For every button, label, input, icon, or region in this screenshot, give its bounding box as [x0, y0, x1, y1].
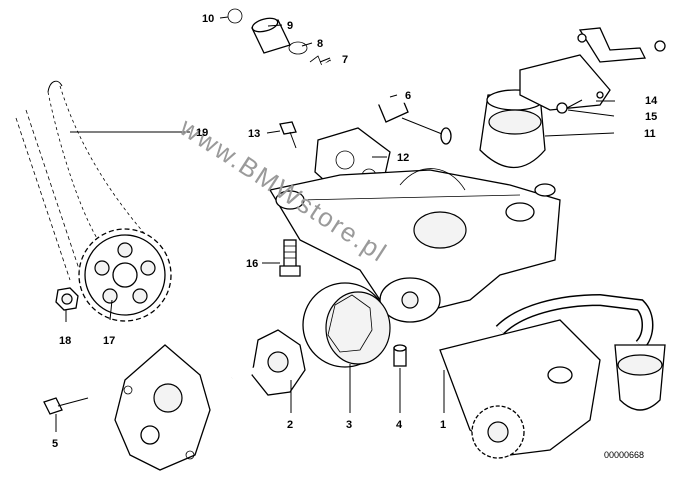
- callout-7: 7: [342, 54, 348, 66]
- callout-12: 12: [397, 152, 409, 164]
- callout-16: 16: [246, 258, 258, 270]
- callout-6: 6: [405, 90, 411, 102]
- bracket-bolt: [556, 99, 583, 114]
- inner-rotor-shaft: [231, 329, 306, 396]
- circlip: [227, 8, 243, 24]
- sealing-ring: [288, 41, 308, 55]
- callout-8: 8: [317, 38, 323, 50]
- callout-3: 3: [346, 419, 352, 431]
- callout-19: 19: [196, 127, 208, 139]
- callout-4: 4: [396, 419, 403, 431]
- bolt-16: [279, 239, 301, 277]
- callout-18: 18: [59, 335, 71, 347]
- callout-9: 9: [287, 20, 293, 32]
- reference-number: 00000668: [604, 450, 644, 460]
- callout-2: 2: [287, 419, 293, 431]
- pump-cover: [114, 344, 211, 471]
- leader-lines: [55, 16, 615, 432]
- bolt-13: [279, 121, 297, 149]
- mounting-bracket: [519, 27, 666, 111]
- bushing: [251, 17, 291, 54]
- sprocket-wheel: [78, 228, 172, 322]
- callout-11: 11: [644, 128, 656, 140]
- hex-nut: [55, 287, 79, 311]
- pump-housing: [268, 168, 561, 323]
- callout-14: 14: [645, 95, 658, 107]
- callout-10: 10: [202, 13, 214, 25]
- callout-17: 17: [103, 335, 115, 347]
- callout-labels: 1 2 3 4 5 6 7 8 9 10 11 12 13 14 15 16 1…: [52, 13, 658, 450]
- bolt-5: [43, 397, 89, 415]
- dowel-sleeve: [393, 344, 407, 367]
- callout-15: 15: [645, 111, 657, 123]
- callout-13: 13: [248, 128, 260, 140]
- outer-rotor: [302, 282, 391, 368]
- timing-chain: [15, 80, 151, 281]
- callout-1: 1: [440, 419, 446, 431]
- oil-pump-assembly: [439, 293, 666, 459]
- callout-5: 5: [52, 438, 58, 450]
